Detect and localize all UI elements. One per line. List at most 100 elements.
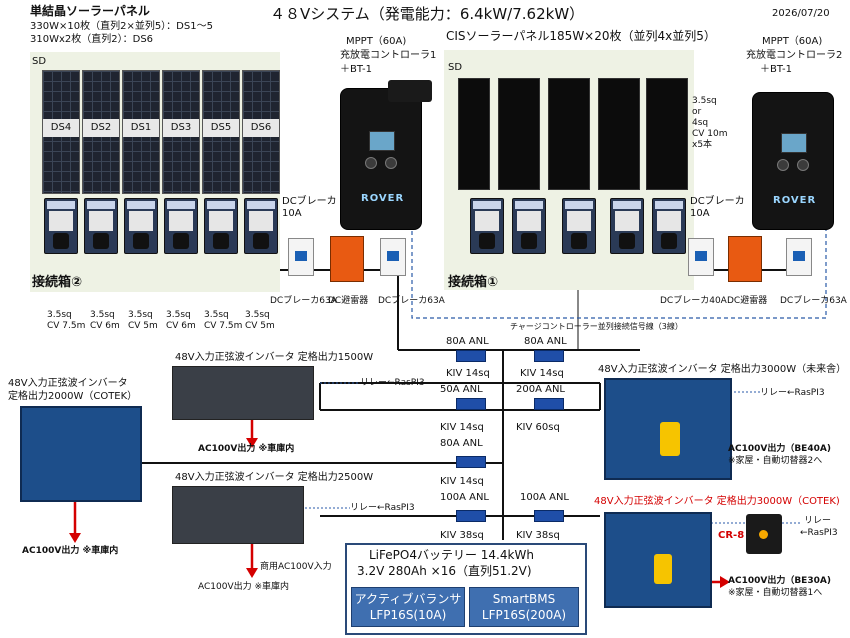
cable-note-1: 3.5sq <box>692 96 717 106</box>
dc-breaker-63a-right <box>786 238 812 276</box>
inv1500-title: 48V入力正弦波インバータ 定格出力1500W <box>175 352 374 363</box>
cable-note-2: or <box>692 107 702 117</box>
cotek2000-title-2: 定格出力2000W（COTEK） <box>8 391 138 402</box>
anl-fuse-7 <box>534 510 564 522</box>
dc-breaker-10a-9 <box>562 198 596 254</box>
inv3000a-title: 48V入力正弦波インバータ 定格出力3000W（未来舎） <box>598 364 847 375</box>
cr8-label: CR-8 <box>718 530 745 541</box>
solar-panel-ds3: DS3 <box>162 70 200 194</box>
dc-breaker-10a-3 <box>124 198 158 254</box>
cable-2-a: 3.5sq <box>90 310 115 320</box>
inv3000a-output: AC100V出力（BE40A) <box>728 444 831 454</box>
cable-6-b: CV 5m <box>245 321 275 331</box>
anl-80b-label: 80A ANL <box>440 438 483 449</box>
cable-3-a: 3.5sq <box>128 310 153 320</box>
bms-line-2: LFP16S(200A) <box>481 608 567 622</box>
dc-breaker-10a-5 <box>204 198 238 254</box>
bt1-module-1 <box>388 80 432 102</box>
battery-title-1: LiFePO4バッテリー 14.4kWh <box>369 548 534 562</box>
cis-panel-1 <box>458 78 490 190</box>
anl-fuse-1 <box>456 350 486 362</box>
active-balancer-box: アクティブバランサ LFP16S(10A) <box>351 587 465 627</box>
left-sd-label: SD <box>32 56 47 67</box>
left-breaker-label-1: DCブレーカ <box>282 196 337 207</box>
kiv14-b-label: KIV 14sq <box>520 368 564 379</box>
cr8-remote <box>746 514 782 554</box>
dc-breaker-10a-7 <box>470 198 504 254</box>
mppt1-label-1: MPPT（60A) <box>346 36 407 47</box>
anl-fuse-2 <box>534 350 564 362</box>
kiv14-c-label: KIV 14sq <box>440 422 484 433</box>
dc-arrester-right <box>728 236 762 282</box>
cable-3-b: CV 5m <box>128 321 158 331</box>
anl-fuse-5 <box>456 456 486 468</box>
mppt2-label-1: MPPT（60A) <box>762 36 823 47</box>
mppt-controller-2: ROVER <box>752 92 834 230</box>
kiv14-a-label: KIV 14sq <box>446 368 490 379</box>
cable-6-a: 3.5sq <box>245 310 270 320</box>
cis-panel-2 <box>498 78 540 190</box>
mppt-controller-1: ROVER <box>340 88 422 230</box>
cable-note-3: 4sq <box>692 118 709 128</box>
battery-box: LiFePO4バッテリー 14.4kWh 3.2V 280Ah ×16（直列51… <box>345 543 587 635</box>
cable-4-b: CV 6m <box>166 321 196 331</box>
mppt2-label-2: 充放電コントローラ2 <box>746 50 843 61</box>
dc-breaker-63a-mid-label: DCブレーカ63A <box>378 296 445 306</box>
left-breaker-label-2: 10A <box>282 208 302 219</box>
cable-1-b: CV 7.5m <box>47 321 86 331</box>
inverter-3000w-cotek <box>604 512 712 608</box>
kiv14-d-label: KIV 14sq <box>440 476 484 487</box>
cable-note-5: x5本 <box>692 140 713 150</box>
inv3000a-note: ※家屋・自動切替器2へ <box>728 456 823 466</box>
arrester-left-label: DC避雷器 <box>328 296 369 306</box>
inv2500-relay: リレー←RasPI3 <box>350 503 415 513</box>
inv3000a-relay: リレー←RasPI3 <box>760 388 825 398</box>
page-title: ４８Vシステム（発電能力：6.4kW/7.62kW） <box>270 5 585 23</box>
bms-line-1: SmartBMS <box>492 592 556 606</box>
solar-panel-ds5: DS5 <box>202 70 240 194</box>
date-label: 2026/07/20 <box>772 8 830 19</box>
cable-5-a: 3.5sq <box>204 310 229 320</box>
mppt1-label-2: 充放電コントローラ1 <box>340 50 437 61</box>
cable-4-a: 3.5sq <box>166 310 191 320</box>
kiv60-label: KIV 60sq <box>516 422 560 433</box>
anl-50-label: 50A ANL <box>440 384 483 395</box>
solar-panel-ds6: DS6 <box>242 70 280 194</box>
inv2500-output: AC100V出力 ※車庫内 <box>198 582 290 592</box>
dc-breaker-40a <box>688 238 714 276</box>
dc-breaker-10a-8 <box>512 198 546 254</box>
inv2500-title: 48V入力正弦波インバータ 定格出力2500W <box>175 472 374 483</box>
dc-breaker-63a-right-label: DCブレーカ63A <box>780 296 847 306</box>
inverter-2500w <box>172 486 304 544</box>
dc-breaker-10a-10 <box>610 198 644 254</box>
cable-1-a: 3.5sq <box>47 310 72 320</box>
dc-breaker-10a-11 <box>652 198 686 254</box>
left-box-label: 接続箱② <box>32 275 83 290</box>
dc-breaker-40a-label: DCブレーカ40A <box>660 296 727 306</box>
dc-breaker-63a-left <box>288 238 314 276</box>
anl-top-right-label: 80A ANL <box>524 336 567 347</box>
left-array-spec1: 330W×10枚（直列2×並列5）：DS1～5 <box>30 21 213 32</box>
right-breaker-label-2: 10A <box>690 208 710 219</box>
inv2500-input: 商用AC100V入力 <box>260 562 332 572</box>
anl-fuse-3 <box>456 398 486 410</box>
mppt1-label-3: ＋BT-1 <box>340 64 373 75</box>
inverter-cotek-2000w <box>20 406 142 502</box>
dc-breaker-10a-2 <box>84 198 118 254</box>
mppt1-brand: ROVER <box>361 193 405 204</box>
left-array-title: 単結晶ソーラーパネル <box>30 4 150 18</box>
anl-fuse-6 <box>456 510 486 522</box>
anl-top-left-label: 80A ANL <box>446 336 489 347</box>
dc-breaker-63a-mid <box>380 238 406 276</box>
dc-arrester-left <box>330 236 364 282</box>
cis-panel-3 <box>548 78 590 190</box>
anl-fuse-4 <box>534 398 564 410</box>
solar-panel-ds1: DS1 <box>122 70 160 194</box>
inv1500-output: AC100V出力 ※車庫内 <box>198 444 295 454</box>
right-array-title: CISソーラーパネル185W×20枚（並列4x並列5） <box>446 29 716 43</box>
inv3000b-title: 48V入力正弦波インバータ 定格出力3000W（COTEK) <box>594 496 840 507</box>
inv3000b-relay-1: リレー <box>804 516 832 526</box>
balancer-line-1: アクティブバランサ <box>354 592 462 606</box>
charge-link-label: チャージコントローラー並列接続信号線（3線） <box>510 322 683 331</box>
dc-breaker-63a-left-label: DCブレーカ63A <box>270 296 337 306</box>
